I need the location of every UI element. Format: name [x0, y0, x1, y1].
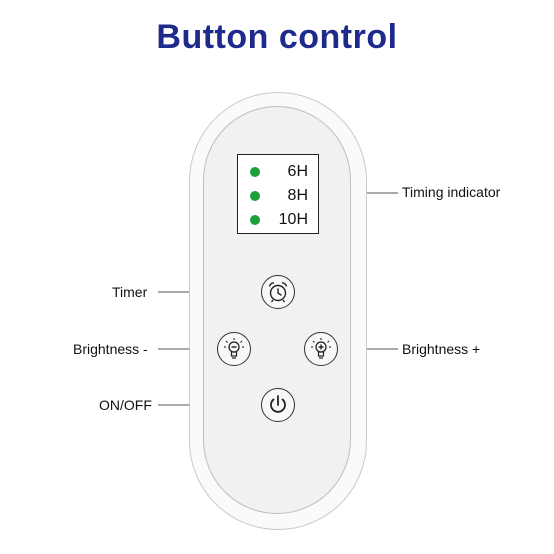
timing-label-8h: 8H: [287, 187, 308, 204]
power-button[interactable]: [261, 388, 295, 422]
alarm-clock-icon: [268, 282, 288, 303]
callout-on-off: ON/OFF: [99, 397, 152, 413]
timing-label-6h: 6H: [287, 163, 308, 180]
page-title: Button control: [156, 18, 398, 56]
bulb-minus-icon: [224, 338, 244, 359]
timing-indicator-panel: 6H 8H 10H: [237, 154, 319, 234]
timer-button[interactable]: [261, 275, 295, 309]
timing-row-10h: 10H: [238, 211, 318, 231]
timing-row-6h: 6H: [238, 163, 318, 183]
bulb-plus-icon: [311, 338, 331, 359]
callout-brightness-plus: Brightness +: [402, 341, 481, 357]
brightness-plus-button[interactable]: [304, 332, 338, 366]
led-indicator-8h: [250, 191, 260, 201]
timing-label-10h: 10H: [278, 211, 308, 228]
brightness-minus-button[interactable]: [217, 332, 251, 366]
timing-row-8h: 8H: [238, 187, 318, 207]
power-icon: [270, 395, 286, 413]
callout-timer: Timer: [112, 284, 148, 300]
led-indicator-10h: [250, 215, 260, 225]
callout-timing-indicator: Timing indicator: [402, 184, 501, 200]
callout-brightness-minus: Brightness -: [73, 341, 148, 357]
led-indicator-6h: [250, 167, 260, 177]
